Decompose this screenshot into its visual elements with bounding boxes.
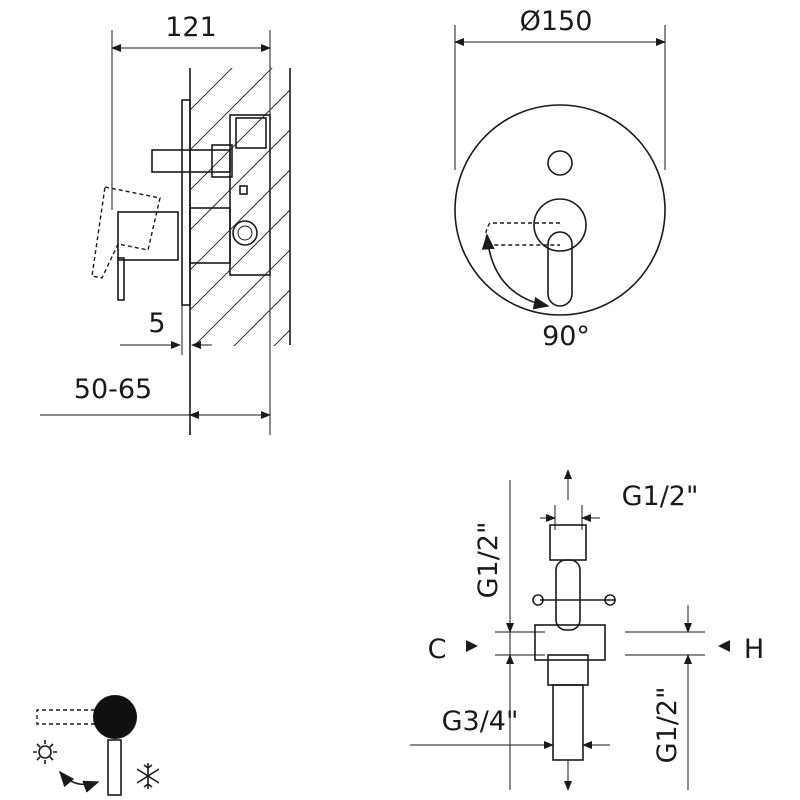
top-port-label: G1/2" bbox=[622, 481, 699, 512]
diameter-dimension: Ø150 bbox=[520, 6, 593, 37]
lever bbox=[547, 231, 573, 307]
depth-dimension: 50-65 bbox=[74, 374, 152, 405]
bottom-port-label: G3/4" bbox=[442, 706, 519, 737]
cover-plate bbox=[454, 104, 666, 316]
wall-hatch bbox=[190, 68, 290, 346]
width-dimension: 121 bbox=[165, 12, 217, 43]
snowflake-icon bbox=[136, 763, 160, 789]
handle-body bbox=[117, 211, 179, 261]
rotation-label: 90° bbox=[542, 321, 590, 352]
side-view: 121 5 50-65 bbox=[40, 12, 291, 435]
lever-knob bbox=[93, 695, 137, 739]
diverter-knob bbox=[547, 150, 573, 176]
left-height-label: G1/2" bbox=[473, 522, 504, 599]
sun-icon bbox=[33, 740, 57, 764]
c-label: C bbox=[428, 634, 447, 665]
front-view: Ø150 90° bbox=[454, 6, 666, 352]
h-label: H bbox=[744, 634, 764, 665]
temperature-legend bbox=[33, 695, 160, 796]
valve-detail: G1/2" G3/4" G1/2" C H G1/2" bbox=[410, 469, 764, 791]
right-height-label: G1/2" bbox=[652, 687, 683, 764]
plate-dimension: 5 bbox=[148, 308, 165, 339]
